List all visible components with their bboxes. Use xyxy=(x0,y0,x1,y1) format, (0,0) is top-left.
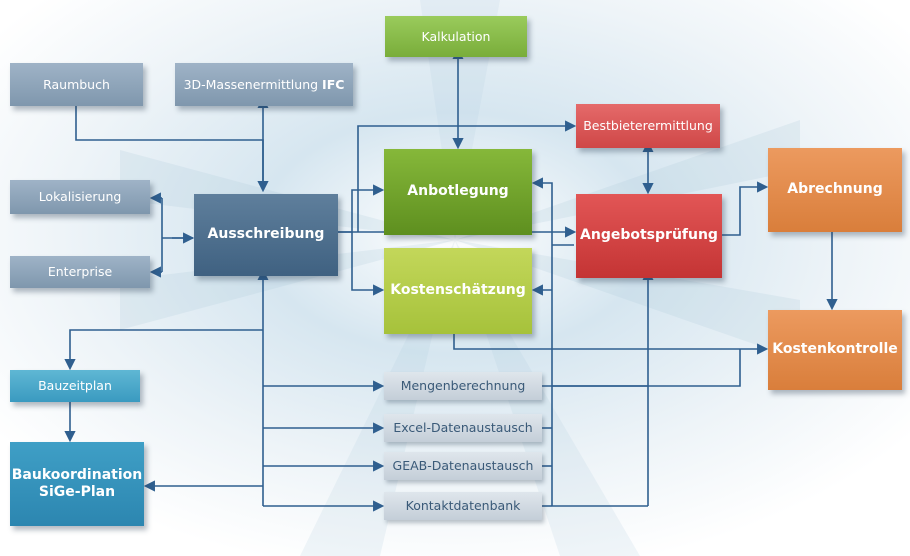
node-enterprise-label: Enterprise xyxy=(47,264,113,280)
node-kontaktdatenbank: Kontaktdatenbank xyxy=(384,492,542,520)
node-kalkulation-label: Kalkulation xyxy=(421,28,491,44)
node-kostenschaetzung-label: Kostenschätzung xyxy=(390,282,526,299)
node-angebotspruefung: Angebotsprüfung xyxy=(576,194,722,278)
node-kontaktdatenbank-label: Kontaktdatenbank xyxy=(405,498,521,514)
node-abrechnung-label: Abrechnung xyxy=(787,181,883,198)
node-anbotlegung: Anbotlegung xyxy=(384,149,532,235)
node-excel-datenaustausch: Excel-Datenaustausch xyxy=(384,414,542,442)
node-baukoordination-line1: Baukoordination xyxy=(11,466,143,483)
node-abrechnung: Abrechnung xyxy=(768,148,902,232)
node-lokalisierung: Lokalisierung xyxy=(10,180,150,214)
node-ausschreibung: Ausschreibung xyxy=(194,194,338,276)
node-bestbieterermittlung-label: Bestbieterermittlung xyxy=(583,118,713,134)
node-enterprise: Enterprise xyxy=(10,256,150,288)
node-ausschreibung-label: Ausschreibung xyxy=(207,226,325,243)
node-raumbuch: Raumbuch xyxy=(10,63,143,106)
node-baukoordination: Baukoordination SiGe-Plan xyxy=(10,442,144,526)
node-lokalisierung-label: Lokalisierung xyxy=(38,189,122,205)
node-anbotlegung-label: Anbotlegung xyxy=(407,183,509,200)
node-mengenberechnung: Mengenberechnung xyxy=(384,372,542,400)
node-mengenberechnung-label: Mengenberechnung xyxy=(400,378,526,394)
node-3d-massenermittlung: 3D-Massenermittlung IFC xyxy=(175,63,353,106)
node-bestbieterermittlung: Bestbieterermittlung xyxy=(576,104,720,148)
node-kostenschaetzung: Kostenschätzung xyxy=(384,248,532,334)
node-kostenkontrolle: Kostenkontrolle xyxy=(768,310,902,390)
node-bauzeitplan: Bauzeitplan xyxy=(10,370,140,402)
node-raumbuch-label: Raumbuch xyxy=(43,76,110,92)
node-bauzeitplan-label: Bauzeitplan xyxy=(38,378,112,394)
node-excel-datenaustausch-label: Excel-Datenaustausch xyxy=(393,420,533,436)
node-kalkulation: Kalkulation xyxy=(385,16,527,57)
node-3d-massenermittlung-label: 3D-Massenermittlung xyxy=(183,76,319,92)
node-angebotspruefung-label: Angebotsprüfung xyxy=(580,227,718,244)
node-geab-datenaustausch-label: GEAB-Datenaustausch xyxy=(392,458,534,474)
node-baukoordination-line2: SiGe-Plan xyxy=(38,484,116,500)
node-kostenkontrolle-label: Kostenkontrolle xyxy=(772,341,898,358)
node-geab-datenaustausch: GEAB-Datenaustausch xyxy=(384,452,542,480)
ifc-label: IFC xyxy=(322,76,345,92)
